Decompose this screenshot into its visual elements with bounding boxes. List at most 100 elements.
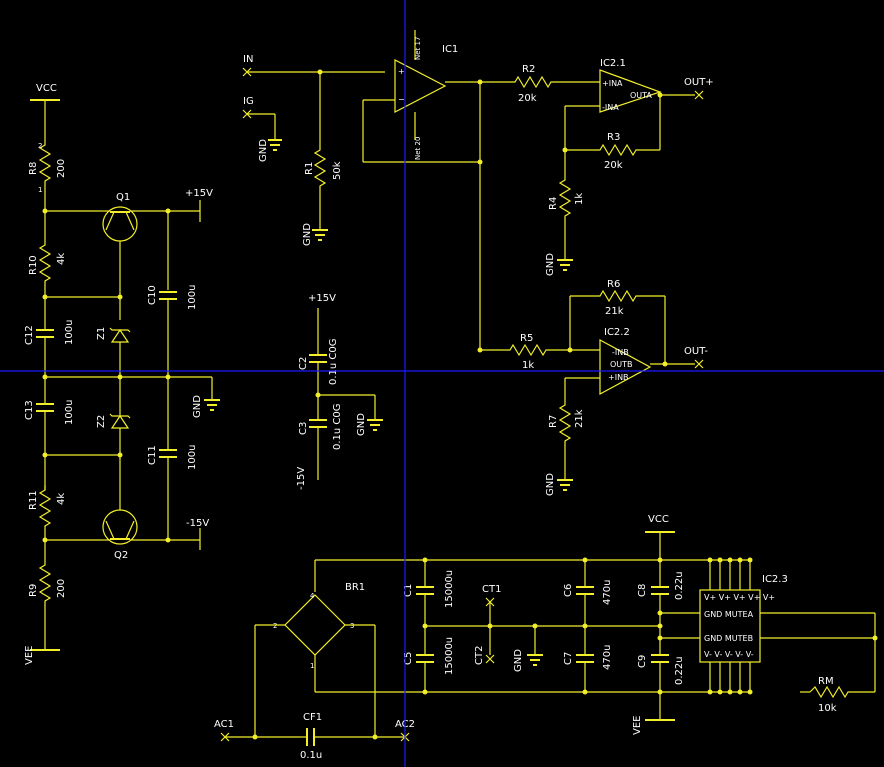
ic2-3-gnd-muteb: GND MUTEB bbox=[704, 634, 753, 643]
net20-label: Net 20 bbox=[414, 137, 422, 160]
gnd-label: GND bbox=[192, 395, 203, 418]
junction bbox=[477, 347, 483, 353]
resistor-rm[interactable] bbox=[809, 685, 875, 699]
opamp-ic1[interactable] bbox=[394, 59, 447, 113]
transistor-q2[interactable] bbox=[102, 509, 138, 545]
r1-ref: R1 bbox=[304, 162, 315, 175]
outp-port[interactable] bbox=[694, 90, 704, 100]
ic2-2-pin: +INB bbox=[608, 373, 629, 382]
ic2-2-ref: IC2.2 bbox=[604, 327, 630, 338]
r4-ref: R4 bbox=[548, 197, 559, 210]
m15v-label: -15V bbox=[186, 518, 209, 529]
ic2-2-pin: -INB bbox=[612, 348, 629, 357]
input-buffer-section: IN R1 50k GND IG GND + − IC1 Net 17 Net … bbox=[242, 30, 510, 490]
in-label: IN bbox=[243, 54, 253, 65]
c7-value: 470u bbox=[602, 645, 613, 670]
ic2-3-vplus: V+ V+ V+ V+ V+ bbox=[704, 593, 775, 602]
net17-label: Net 17 bbox=[414, 37, 422, 60]
resistor-r7[interactable] bbox=[558, 400, 572, 450]
c2-ref: C2 bbox=[298, 357, 309, 370]
r8-ref: R8 bbox=[28, 162, 39, 175]
r6-value: 21k bbox=[605, 306, 624, 317]
q2-emitter bbox=[105, 520, 115, 540]
junction bbox=[42, 208, 48, 214]
junction bbox=[582, 623, 588, 629]
c5-ref: C5 bbox=[403, 652, 414, 665]
pin-num: 1 bbox=[310, 662, 314, 670]
q1-ref: Q1 bbox=[116, 192, 130, 203]
c10-value: 100u bbox=[187, 285, 198, 310]
rm-value: 10k bbox=[818, 703, 837, 714]
q1-collector bbox=[125, 211, 135, 231]
cf1-ref: CF1 bbox=[303, 712, 322, 723]
z1-ref: Z1 bbox=[96, 327, 107, 340]
c12-value: 100u bbox=[64, 320, 75, 345]
junction bbox=[662, 361, 668, 367]
c12-ref: C12 bbox=[24, 325, 35, 345]
c2-value: 0.1u C0G bbox=[328, 338, 339, 385]
pin-num: 3 bbox=[350, 622, 354, 630]
ic2-2-pin: OUTB bbox=[610, 360, 633, 369]
gnd-label: GND bbox=[302, 223, 313, 246]
c5-value: 15000u bbox=[444, 637, 455, 675]
gnd-label: GND bbox=[545, 253, 556, 276]
resistor-r1[interactable] bbox=[313, 140, 327, 195]
r7-ref: R7 bbox=[548, 415, 559, 428]
c3-ref: C3 bbox=[298, 422, 309, 435]
p15v-label-c2: +15V bbox=[308, 293, 336, 304]
ic2-3-vminus: V- V- V- V- V- bbox=[704, 650, 754, 659]
vcc-label: VCC bbox=[36, 83, 57, 94]
opamp-ic2-1[interactable] bbox=[599, 69, 662, 113]
output-section: R2 20k +INA OUTA -INA IC2.1 OUT+ R3 20k … bbox=[477, 58, 714, 496]
q2-collector bbox=[125, 520, 135, 540]
r1-value: 50k bbox=[332, 161, 343, 180]
ic1-plus: + bbox=[398, 67, 405, 76]
ig-label: IG bbox=[243, 96, 254, 107]
resistor-r6[interactable] bbox=[595, 289, 665, 303]
r2-ref: R2 bbox=[522, 64, 535, 75]
r7-value: 21k bbox=[574, 409, 585, 428]
resistor-r5[interactable] bbox=[505, 343, 570, 357]
r2-value: 20k bbox=[518, 93, 537, 104]
rm-ref: RM bbox=[818, 676, 834, 687]
ic1-minus: − bbox=[398, 95, 405, 104]
zener-z1[interactable] bbox=[110, 328, 130, 343]
ct2-label: CT2 bbox=[474, 646, 485, 665]
ct1-label: CT1 bbox=[482, 584, 501, 595]
r4-value: 1k bbox=[574, 193, 585, 205]
c11-ref: C11 bbox=[147, 445, 158, 465]
resistor-r3[interactable] bbox=[595, 143, 660, 157]
junction bbox=[252, 734, 258, 740]
r9-ref: R9 bbox=[28, 584, 39, 597]
c13-value: 100u bbox=[64, 400, 75, 425]
c6-ref: C6 bbox=[563, 584, 574, 597]
bridge-br1[interactable] bbox=[284, 594, 346, 656]
q1-emitter bbox=[105, 211, 115, 231]
resistor-r8[interactable] bbox=[38, 140, 52, 190]
ct2-port[interactable] bbox=[485, 654, 495, 664]
c8-value: 0.22u bbox=[674, 571, 685, 600]
zener-z2[interactable] bbox=[110, 414, 130, 429]
resistor-r10[interactable] bbox=[38, 240, 52, 295]
resistor-r11[interactable] bbox=[38, 485, 52, 540]
outm-label: OUT- bbox=[684, 346, 708, 357]
resistor-r9[interactable] bbox=[38, 560, 52, 610]
c3-value: 0.1u C0G bbox=[332, 403, 343, 450]
z2-ref: Z2 bbox=[96, 415, 107, 428]
ac1-port[interactable] bbox=[220, 732, 230, 742]
opamp-ic2-2[interactable] bbox=[599, 338, 652, 396]
power-regulator-section: VCC R8 200 1 2 R10 4k C12 100u GND bbox=[24, 83, 220, 665]
pin-num: 1 bbox=[38, 186, 42, 194]
resistor-r2[interactable] bbox=[510, 75, 560, 89]
gnd-label: GND bbox=[356, 413, 367, 436]
c6-value: 470u bbox=[602, 580, 613, 605]
br1-ref: BR1 bbox=[345, 582, 365, 593]
ic2-1-pin: OUTA bbox=[630, 91, 652, 100]
c10-ref: C10 bbox=[147, 285, 158, 305]
resistor-r4[interactable] bbox=[558, 175, 572, 225]
outm-port[interactable] bbox=[694, 359, 704, 369]
zener-z1-bar bbox=[109, 327, 131, 333]
r6-ref: R6 bbox=[607, 279, 620, 290]
c1-ref: C1 bbox=[403, 584, 414, 597]
